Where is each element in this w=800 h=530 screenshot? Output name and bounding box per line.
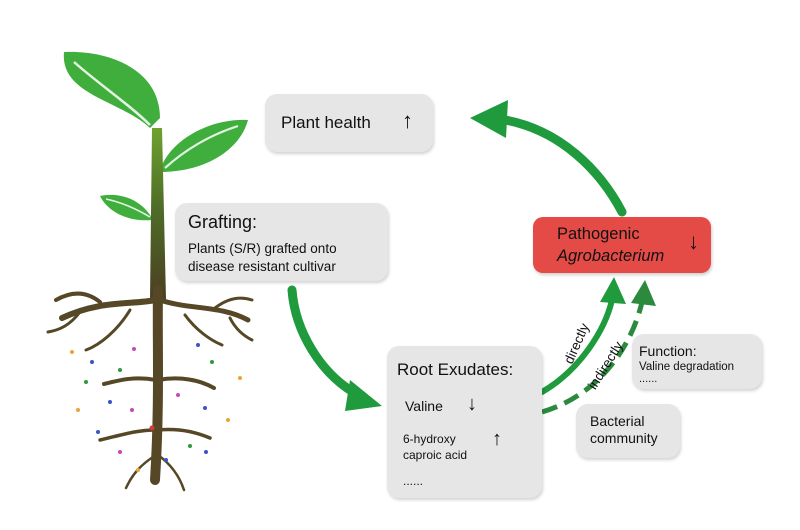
compound-line-1: 6-hydroxy xyxy=(403,432,456,446)
plant-health-box: Plant health ↑ xyxy=(265,94,433,152)
plant-illustration xyxy=(46,51,254,492)
bacterial-community-box: Bacterial community xyxy=(576,404,680,458)
arrow-pathogen-to-plant-health xyxy=(470,100,627,217)
pathogen-line-2: Agrobacterium xyxy=(557,247,665,265)
community-line-2: community xyxy=(590,430,658,446)
plant-health-label: Plant health xyxy=(281,113,371,132)
exudates-ellipsis: ...... xyxy=(403,474,424,488)
arrow-indirectly xyxy=(541,280,656,415)
grafting-title: Grafting: xyxy=(188,212,258,232)
function-ellipsis: ...... xyxy=(639,373,658,385)
grafting-line-2: disease resistant cultivar xyxy=(188,259,336,274)
stem xyxy=(150,128,166,300)
function-title: Function: xyxy=(639,343,697,359)
exudates-title: Root Exudates: xyxy=(397,360,514,379)
function-box: Function: Valine degradation ...... xyxy=(632,334,762,389)
valine-label: Valine xyxy=(405,398,443,414)
arrow-grafting-to-exudates xyxy=(287,285,382,411)
pathogen-line-1: Pathogenic xyxy=(557,225,640,243)
up-arrow-icon: ↑ xyxy=(492,428,502,450)
function-item: Valine degradation xyxy=(639,361,735,373)
down-arrow-icon: ↓ xyxy=(467,393,477,415)
root-exudates-box: Root Exudates: Valine ↓ 6-hydroxy caproi… xyxy=(387,346,542,498)
compound-line-2: caproic acid xyxy=(403,448,468,462)
up-arrow-icon: ↑ xyxy=(402,108,413,133)
pathogen-box: Pathogenic Agrobacterium ↓ xyxy=(533,217,711,273)
arrow-directly xyxy=(539,277,626,395)
leaf-top xyxy=(63,51,160,128)
community-line-1: Bacterial xyxy=(590,413,645,429)
leaf-right xyxy=(160,119,248,172)
grafting-line-1: Plants (S/R) grafted onto xyxy=(188,241,337,256)
down-arrow-icon: ↓ xyxy=(688,229,699,254)
grafting-box: Grafting: Plants (S/R) grafted onto dise… xyxy=(175,203,388,281)
